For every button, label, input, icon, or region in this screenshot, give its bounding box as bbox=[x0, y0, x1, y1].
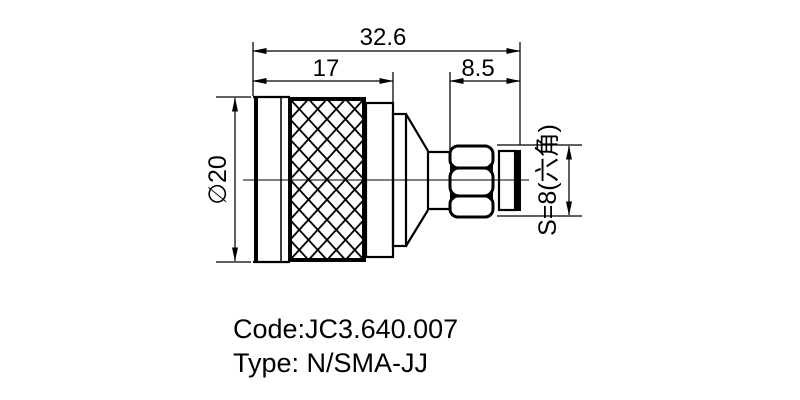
dim-overall-length: 32.6 bbox=[252, 24, 521, 145]
hex-edge-notches bbox=[450, 161, 493, 203]
dim-sma-label: 8.5 bbox=[461, 55, 494, 82]
n-coupling-nut bbox=[253, 95, 395, 264]
dim-diameter: ∅20 bbox=[204, 96, 251, 263]
body-transition bbox=[391, 112, 450, 248]
dim-hex-flats: S=8(六角) bbox=[497, 124, 582, 236]
hex-nut bbox=[448, 144, 495, 219]
knurl-section bbox=[288, 97, 366, 262]
dim-nut-label: 17 bbox=[313, 55, 340, 82]
hex-facet-bottom bbox=[448, 194, 495, 219]
part-code-label: Code:JC3.640.007 bbox=[233, 314, 458, 344]
body-step bbox=[391, 112, 408, 248]
dim-diameter-label: ∅20 bbox=[204, 155, 232, 205]
dim-sma-length: 8.5 bbox=[449, 55, 521, 150]
sma-neck bbox=[428, 150, 450, 211]
dim-nut-length: 17 bbox=[252, 55, 394, 102]
end-face-edge bbox=[514, 150, 521, 211]
sma-end-ring bbox=[497, 149, 521, 212]
part-id-block: Code:JC3.640.007 Type: N/SMA-JJ bbox=[233, 314, 458, 378]
nut-front-ring-outline bbox=[253, 95, 290, 264]
dim-hex-label: S=8(六角) bbox=[534, 124, 562, 236]
part-type-label: Type: N/SMA-JJ bbox=[233, 348, 428, 378]
dim-overall-label: 32.6 bbox=[360, 24, 407, 51]
taper-cone bbox=[405, 113, 430, 247]
